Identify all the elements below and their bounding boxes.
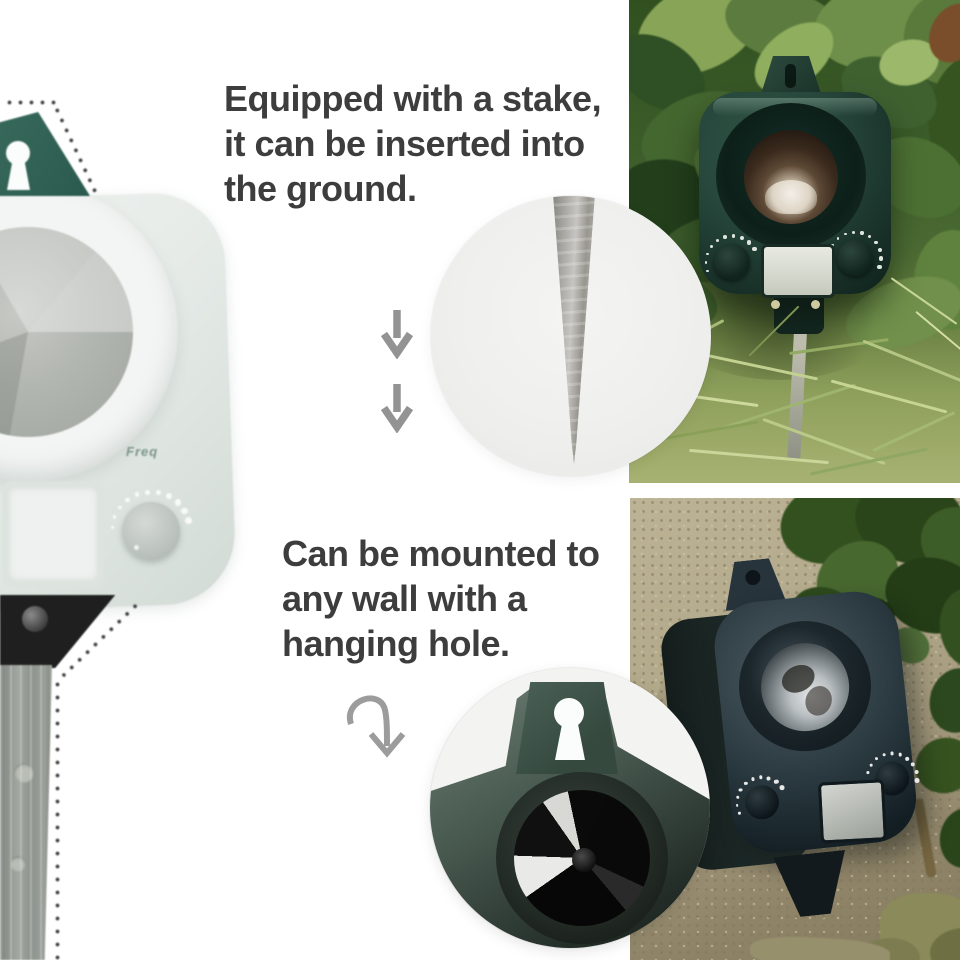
dial-tick-dot	[860, 231, 864, 235]
dial-tick-dot	[739, 235, 744, 240]
hanging-hole-closeup-circle	[430, 668, 710, 948]
dial-tick-dot	[174, 499, 181, 506]
dial-tick-dot	[125, 497, 130, 502]
grass-blade	[862, 339, 960, 384]
dial-tick-dot	[843, 232, 847, 236]
pir-sensor	[761, 244, 835, 298]
caption-line: any wall with a	[282, 578, 527, 619]
grass-blade	[689, 448, 829, 465]
dial-tick-dot	[747, 240, 752, 245]
stake-caption: Equipped with a stake, it can be inserte…	[224, 76, 644, 211]
screw	[771, 300, 780, 309]
dial-tick-dot	[877, 264, 882, 270]
dial-tick-dot	[112, 515, 117, 519]
bracket-screw	[22, 606, 48, 632]
dial-tick-dot	[873, 240, 878, 245]
grass-blade	[915, 310, 960, 352]
dial-tick-dot	[134, 492, 140, 497]
dial-tick-dot	[118, 505, 122, 510]
keyhole-slot	[785, 64, 796, 88]
curved-arrow-icon	[346, 695, 406, 758]
repeller-device	[699, 48, 899, 462]
wall-caption: Can be mounted to any wall with a hangin…	[282, 531, 672, 666]
caption-line: Can be mounted to	[282, 533, 600, 574]
caption-line: hanging hole.	[282, 623, 510, 664]
down-arrow-icon	[380, 384, 414, 433]
dial-tick-dot	[704, 261, 708, 264]
dial-tick-dot	[715, 238, 719, 243]
dial-tick-dot	[877, 248, 882, 253]
dotted-outline	[4, 100, 58, 105]
left-dial	[714, 244, 750, 280]
moss-stones	[630, 498, 960, 960]
dial-tick-dot	[851, 230, 856, 234]
grass-blade	[872, 411, 956, 452]
dial-tick-dot	[706, 269, 709, 273]
dial-tick-dot	[878, 256, 884, 261]
dial-tick-dot	[709, 244, 713, 249]
screw	[811, 300, 820, 309]
stake-closeup-circle	[431, 196, 711, 476]
dial-tick-dot	[723, 235, 727, 239]
caption-line: Equipped with a stake,	[224, 78, 602, 119]
ground-spike	[552, 196, 596, 464]
ground-stake	[0, 665, 52, 960]
caption-line: the ground.	[224, 168, 417, 209]
dial-tick-dot	[165, 493, 172, 500]
fan-hub	[572, 848, 596, 872]
dial-tick-dot	[110, 526, 114, 530]
right-dial	[837, 240, 873, 276]
dial-tick-dot	[705, 252, 709, 256]
dial-tick-dot	[185, 517, 193, 525]
lens-reflection	[765, 180, 817, 214]
dial-tick-dot	[145, 489, 151, 495]
dial-tick-dot	[752, 246, 757, 252]
freq-label: Freq	[126, 444, 159, 459]
freq-dial	[122, 502, 180, 560]
keyhole-slot	[7, 158, 30, 190]
stone	[749, 934, 891, 960]
dotted-outline	[55, 678, 60, 960]
grass-blade	[830, 379, 948, 414]
dial-tick-dot	[836, 237, 840, 240]
grass-blade	[699, 352, 819, 381]
dial-tick-dot	[181, 507, 188, 515]
down-arrow-icon	[380, 310, 414, 359]
stake-rivet	[10, 856, 26, 872]
mount-bracket	[0, 595, 116, 668]
dial-tick-dot	[731, 234, 736, 238]
dial-tick-dot	[155, 490, 162, 496]
pir-sensor	[2, 481, 104, 587]
faded-device-with-stake: Freq	[0, 0, 300, 960]
photo-device-in-garden	[629, 0, 960, 483]
grass-blade	[748, 305, 800, 357]
dial-tick-dot	[867, 234, 872, 239]
stake-rivet	[14, 763, 34, 783]
caption-line: it can be inserted into	[224, 123, 585, 164]
